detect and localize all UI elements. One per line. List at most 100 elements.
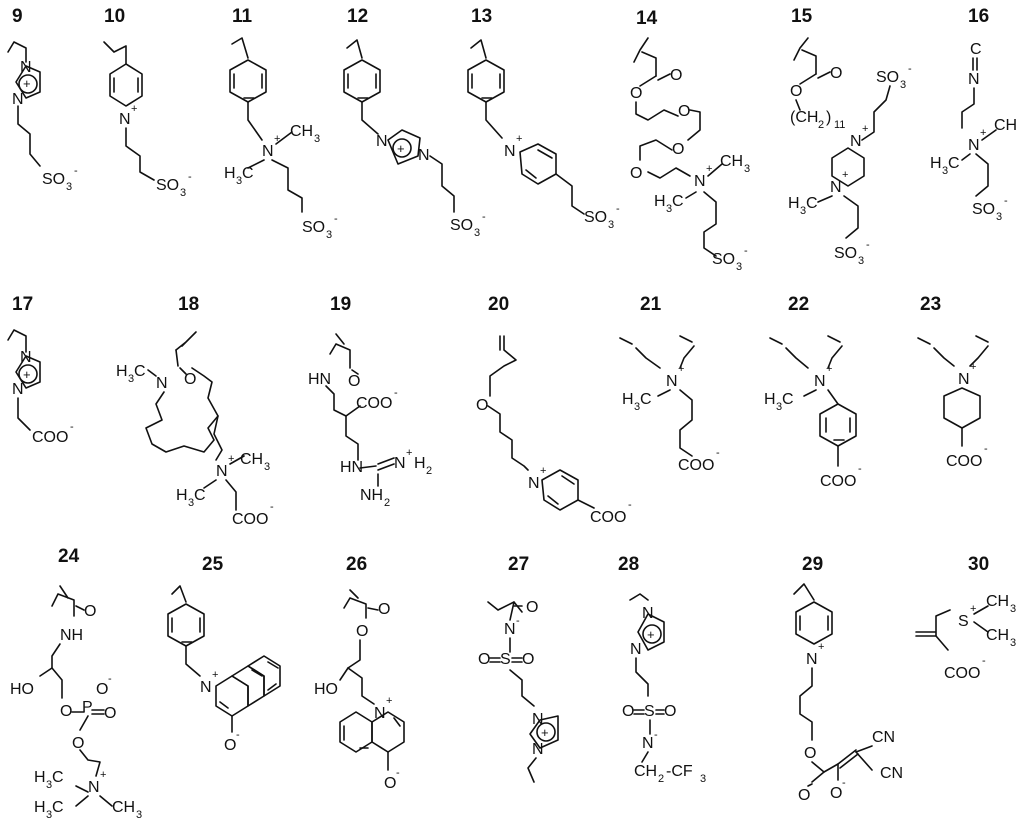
svg-text:N: N: [830, 179, 842, 196]
svg-text:SO: SO: [584, 209, 607, 226]
svg-text:N: N: [532, 741, 544, 758]
svg-text:NH: NH: [60, 627, 83, 644]
svg-text:-: -: [482, 211, 486, 223]
svg-text:S: S: [500, 651, 511, 668]
svg-text:3: 3: [996, 211, 1002, 223]
svg-text:O: O: [804, 745, 816, 762]
svg-text:-: -: [396, 767, 400, 779]
structure-20: O N+ COO-: [476, 335, 632, 526]
svg-text:O: O: [476, 397, 488, 414]
svg-text:CH: CH: [290, 123, 313, 140]
svg-text:+: +: [228, 453, 234, 465]
svg-text:O: O: [224, 737, 236, 754]
svg-text:N: N: [200, 679, 212, 696]
svg-text:O: O: [184, 371, 196, 388]
svg-text:COO: COO: [356, 395, 392, 412]
svg-text:O: O: [670, 67, 682, 84]
svg-text:-: -: [866, 239, 870, 251]
svg-text:CH: CH: [986, 627, 1009, 644]
label-9: 9: [12, 6, 23, 27]
svg-text:+: +: [970, 361, 976, 373]
svg-text:3: 3: [1010, 603, 1016, 615]
svg-text:+: +: [818, 641, 824, 653]
svg-text:3: 3: [180, 187, 186, 199]
svg-text:CH: CH: [634, 763, 657, 780]
svg-text:3: 3: [700, 773, 706, 785]
svg-text:H: H: [930, 155, 942, 172]
svg-text:O: O: [96, 681, 108, 698]
svg-text:-: -: [716, 447, 720, 459]
svg-text:+: +: [970, 603, 976, 615]
svg-text:N: N: [20, 59, 32, 76]
svg-text:COO: COO: [590, 509, 626, 526]
svg-text:C: C: [970, 41, 982, 58]
svg-text:O: O: [84, 603, 96, 620]
svg-text:N: N: [394, 455, 406, 472]
svg-text:COO: COO: [820, 473, 856, 490]
svg-text:COO: COO: [944, 665, 980, 682]
svg-text:HO: HO: [10, 681, 34, 698]
svg-text:-: -: [334, 213, 338, 225]
label-10: 10: [104, 6, 125, 27]
svg-text:C: C: [672, 193, 684, 210]
svg-text:C: C: [948, 155, 960, 172]
structure-25: N+ O-: [167, 585, 281, 754]
label-30: 30: [968, 554, 989, 575]
svg-text:N: N: [806, 651, 818, 668]
svg-text:N: N: [694, 173, 706, 190]
svg-text:O: O: [630, 85, 642, 102]
svg-text:NH: NH: [360, 487, 383, 504]
svg-text:3: 3: [46, 809, 52, 821]
svg-text:COO: COO: [678, 457, 714, 474]
svg-text:+: +: [647, 627, 655, 642]
svg-text:C: C: [806, 195, 818, 212]
svg-text:O: O: [478, 651, 490, 668]
svg-text:3: 3: [46, 779, 52, 791]
svg-text:3: 3: [736, 261, 742, 273]
svg-text:3: 3: [634, 401, 640, 413]
svg-text:SO: SO: [834, 245, 857, 262]
svg-text:H: H: [224, 165, 236, 182]
svg-text:+: +: [274, 133, 280, 145]
structure-26: O O HO N+ O-: [314, 589, 405, 792]
svg-text:HN: HN: [308, 371, 331, 388]
svg-text:+: +: [826, 363, 832, 375]
svg-text:(CH: (CH: [790, 109, 818, 126]
svg-text:H: H: [116, 363, 128, 380]
svg-text:N: N: [630, 641, 642, 658]
svg-text:C: C: [640, 391, 652, 408]
svg-text:2: 2: [818, 119, 824, 131]
svg-text:O: O: [522, 651, 534, 668]
svg-text:O: O: [60, 703, 72, 720]
svg-text:H: H: [176, 487, 188, 504]
svg-text:3: 3: [314, 133, 320, 145]
svg-text:O: O: [622, 703, 634, 720]
svg-text:H: H: [34, 769, 46, 786]
svg-text:N: N: [642, 735, 654, 752]
svg-text:N: N: [958, 371, 970, 388]
svg-text:CN: CN: [880, 765, 903, 782]
label-24: 24: [58, 546, 80, 567]
svg-text:S: S: [644, 703, 655, 720]
svg-text:+: +: [100, 769, 106, 781]
label-20: 20: [488, 294, 509, 315]
svg-text:-: -: [188, 171, 192, 183]
svg-text:O: O: [630, 165, 642, 182]
label-25: 25: [202, 554, 224, 575]
label-18: 18: [178, 294, 199, 315]
svg-text:N: N: [814, 373, 826, 390]
svg-text:O: O: [104, 705, 116, 722]
svg-text:SO: SO: [302, 219, 325, 236]
svg-text:C: C: [52, 799, 64, 816]
svg-text:3: 3: [188, 497, 194, 509]
svg-text:O: O: [672, 141, 684, 158]
svg-text:-: -: [108, 673, 112, 685]
